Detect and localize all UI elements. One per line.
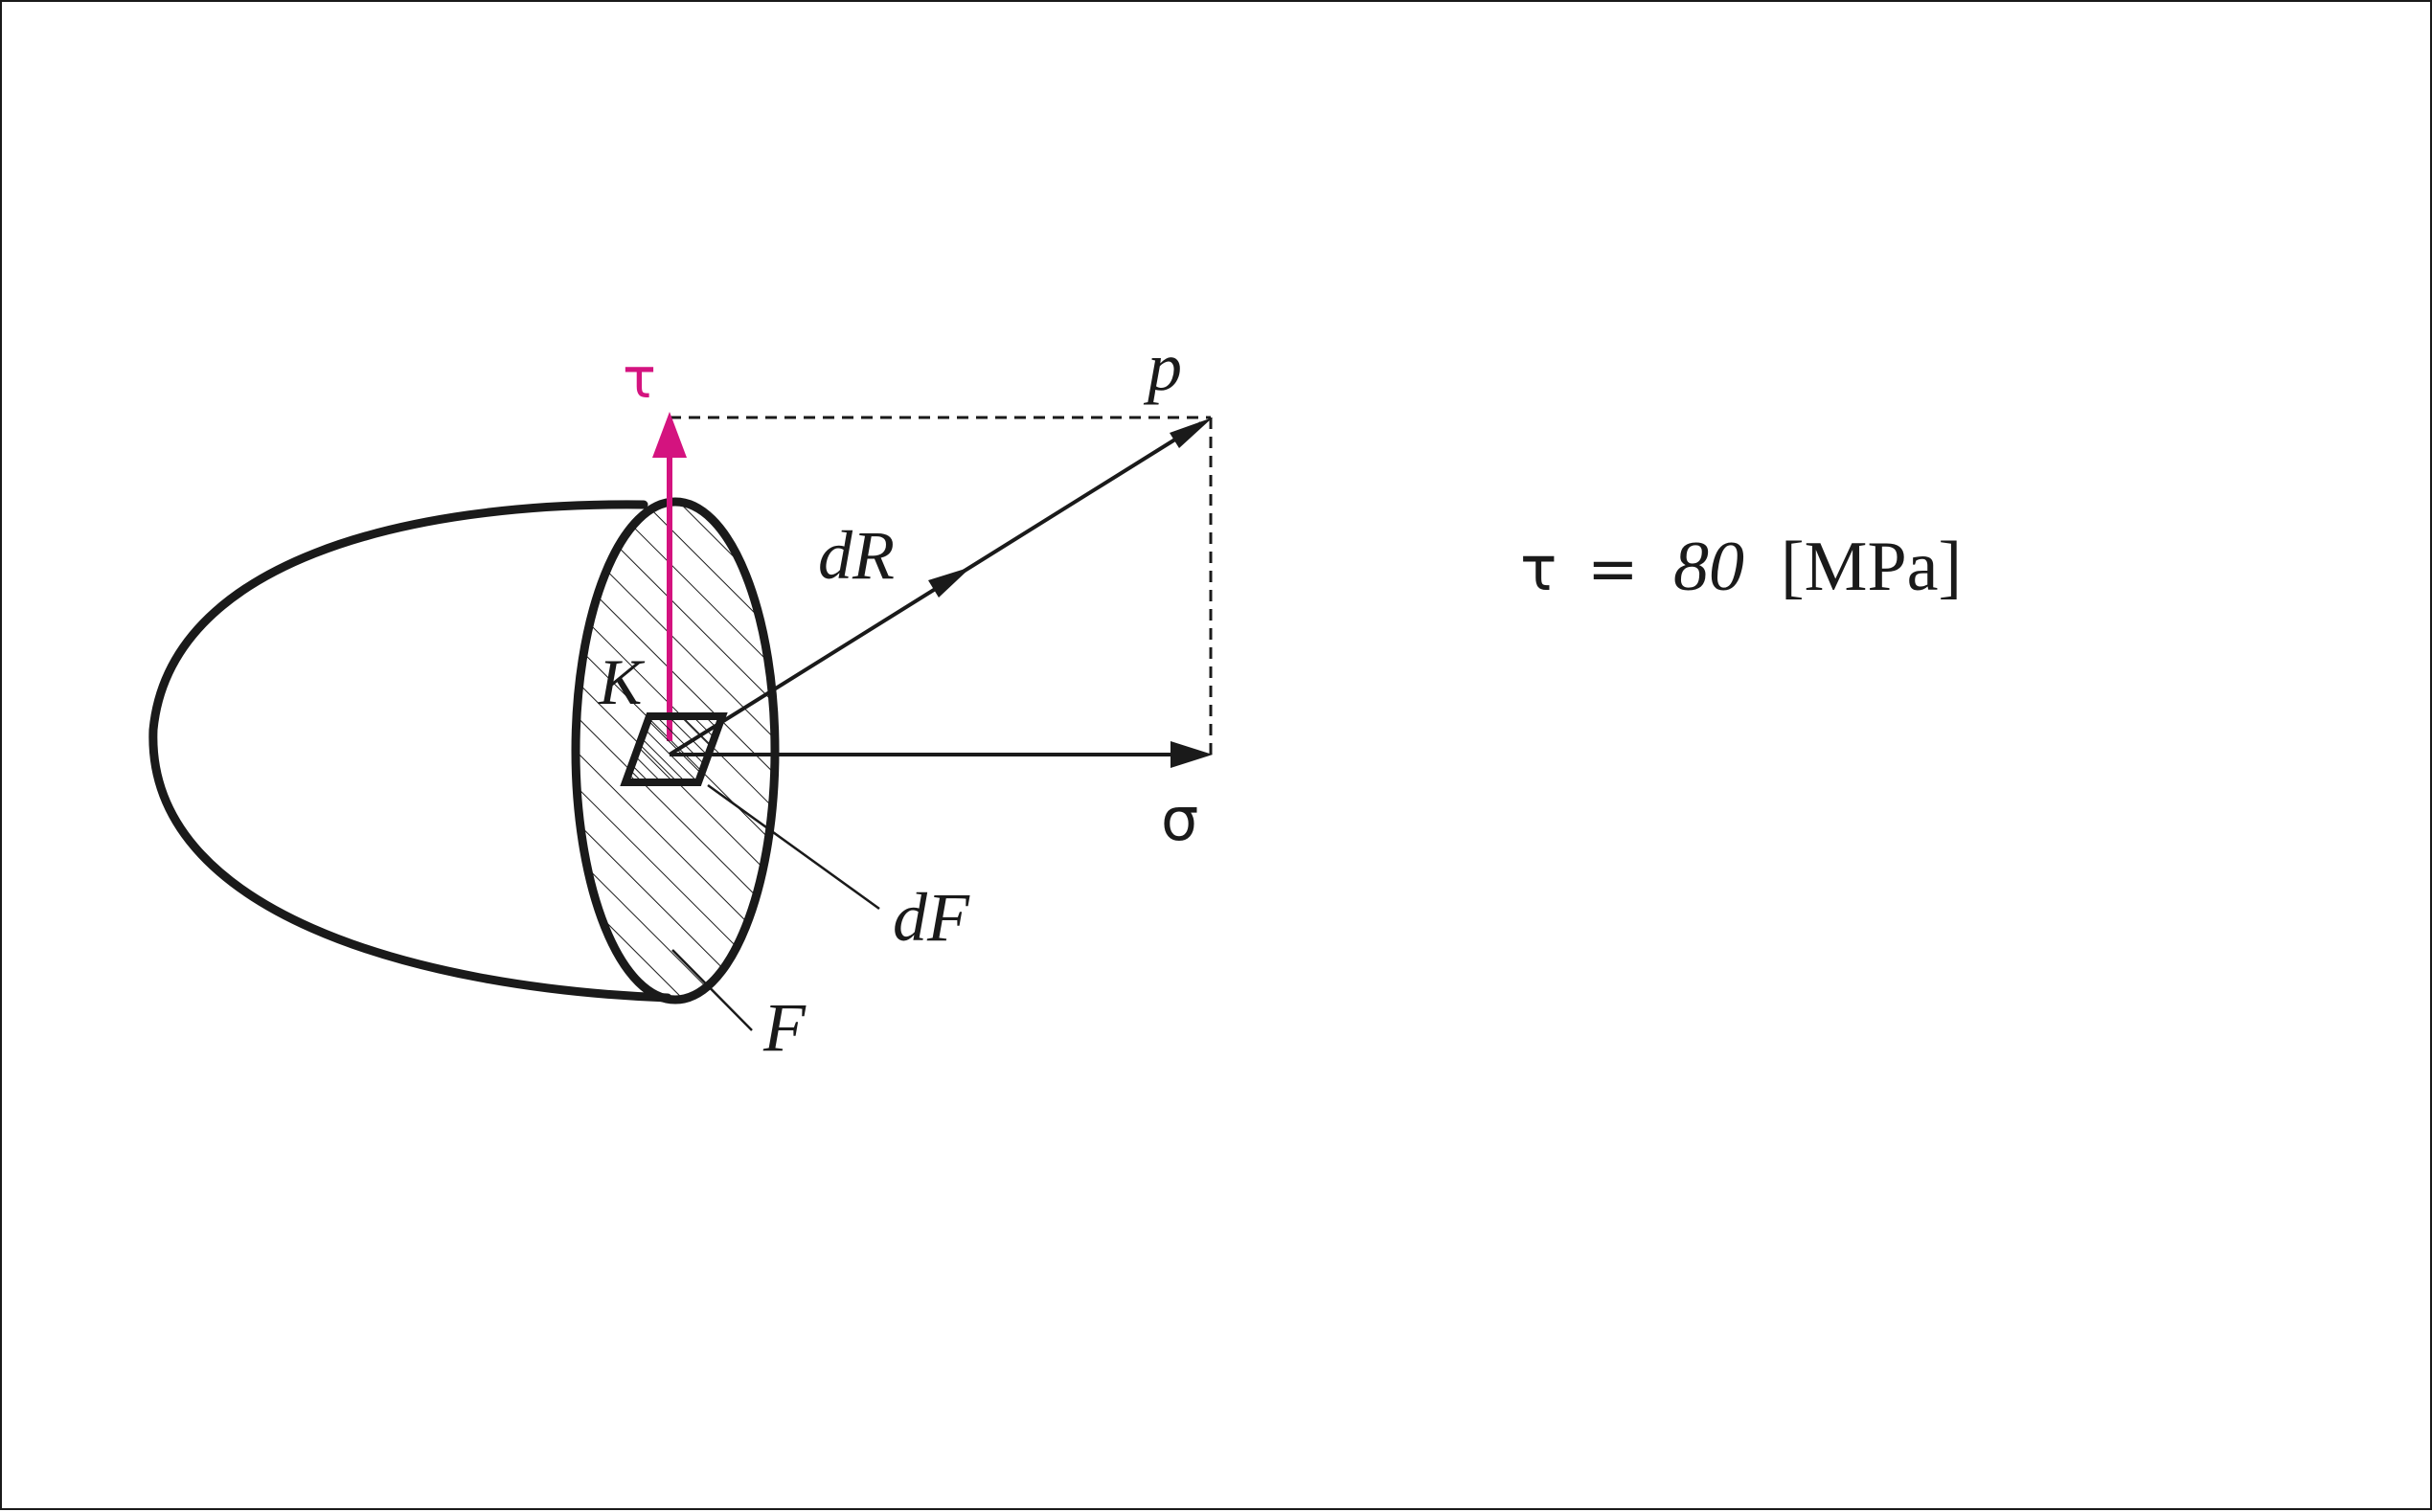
- df-leader-line: [707, 783, 880, 911]
- k-label: K: [598, 645, 646, 718]
- tau-label: τ: [623, 346, 656, 411]
- f-leader-line: [671, 949, 753, 1031]
- p-label: p: [1143, 328, 1182, 405]
- formula-value: 80: [1673, 528, 1744, 606]
- dr-label: dR: [818, 517, 895, 594]
- element-df: [620, 712, 728, 786]
- p-arrowhead: [1170, 417, 1213, 448]
- formula-symbol: τ: [1520, 534, 1557, 605]
- df-label: dF: [893, 879, 970, 956]
- dr-mid-arrowhead: [928, 567, 971, 598]
- sigma-label: σ: [1161, 784, 1198, 854]
- body-outline: [148, 500, 672, 1003]
- formula-unit: [MPa]: [1781, 528, 1962, 606]
- tau-arrowhead: [652, 412, 687, 458]
- formula-equals: =: [1587, 534, 1639, 605]
- f-label: F: [762, 989, 807, 1066]
- sigma-arrowhead: [1171, 741, 1213, 768]
- formula: τ = 80 [MPa]: [1520, 528, 1962, 606]
